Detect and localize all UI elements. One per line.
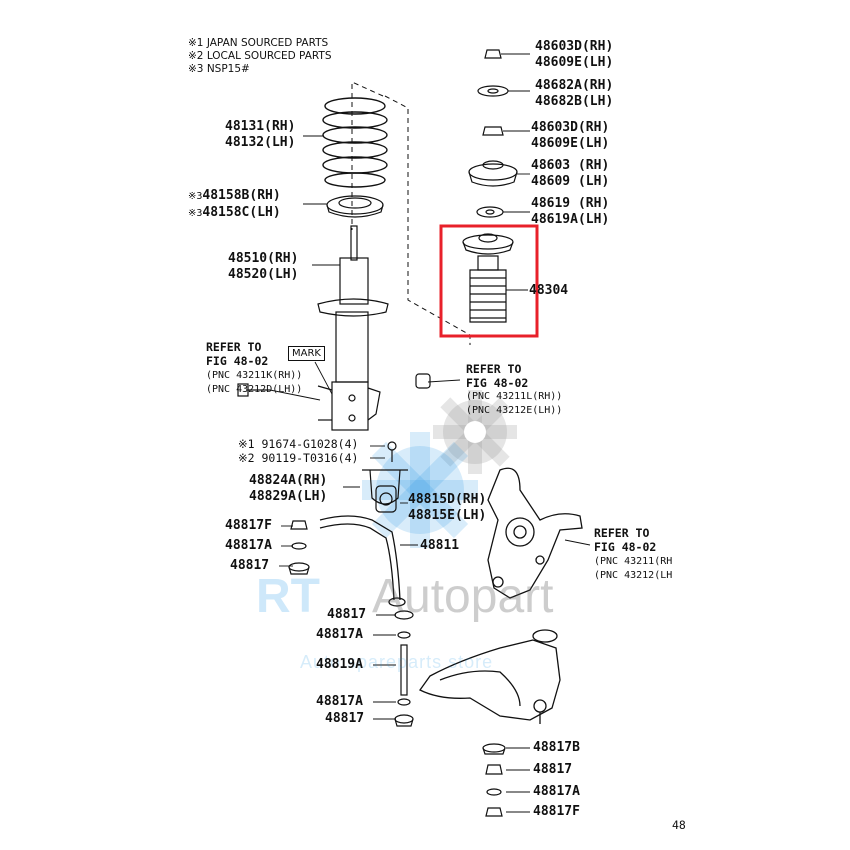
strut-bolts — [237, 373, 431, 462]
refer-right-title: REFER TO — [594, 526, 650, 540]
part-label-bottom-1: 48817B — [533, 740, 580, 755]
part-label-bottom-4: 48817F — [533, 804, 580, 819]
refer-mid-fig: FIG 48-02 — [466, 376, 529, 390]
shock-absorber-strut — [317, 225, 389, 431]
watermark-tagline: Auto spareparts store — [300, 652, 494, 672]
part-label-bottom-2: 48817 — [533, 762, 573, 777]
part-label-left-nut: 48817F — [225, 518, 272, 533]
refer-left-pnc2: (PNC 43212D(LH)) — [206, 384, 303, 395]
part-label-bushing: 48815D(RH)48815E(LH) — [408, 492, 487, 523]
watermark-brand-autopart: Autopart — [372, 570, 554, 623]
note-3: ※3 NSP15# — [188, 63, 250, 75]
bolt-label-1: ※1 91674-G1028(4) — [238, 437, 359, 451]
part-label-link-5: 48817 — [325, 711, 365, 726]
bottom-nuts — [482, 743, 506, 817]
part-label-insulator: ※348158B(RH) ※348158C(LH) — [188, 188, 281, 220]
gear-watermark-icon-blue — [362, 432, 478, 548]
refer-left-pnc1: (PNC 43211K(RH)) — [206, 370, 303, 381]
refer-right-pnc1: (PNC 43211(RH — [594, 556, 673, 567]
part-label-washer: 48682A(RH)48682B(LH) — [535, 78, 614, 109]
part-label-left-washer: 48817A — [225, 538, 272, 553]
part-label-highlighted: 48304 — [529, 283, 569, 298]
part-label-spring: 48131(RH)48132(LH) — [225, 119, 296, 150]
spring-insulator — [326, 195, 384, 218]
part-label-link-4: 48817A — [316, 694, 363, 709]
highlight-box — [439, 224, 539, 338]
coil-spring — [322, 97, 388, 188]
part-label-bracket: 48824A(RH)48829A(LH) — [249, 473, 328, 504]
refer-right-pnc2: (PNC 43212(LH — [594, 570, 673, 581]
part-label-left-cushion: 48817 — [230, 558, 270, 573]
stabilizer-link — [394, 610, 414, 727]
part-label-link-2: 48817A — [316, 627, 363, 642]
part-label-nut: 48603D(RH)48609E(LH) — [531, 120, 610, 151]
part-label-link-1: 48817 — [327, 607, 367, 622]
refer-mid-pnc2: (PNC 43212E(LH)) — [466, 405, 563, 416]
part-label-upper-nut: 48603D(RH)48609E(LH) — [535, 39, 614, 70]
part-label-bearing: 48619 (RH)48619A(LH) — [531, 196, 610, 227]
stabilizer-bar — [319, 515, 406, 607]
part-label-strut: 48510(RH)48520(LH) — [228, 251, 299, 282]
bolt-label-2: ※2 90119-T0316(4) — [238, 451, 359, 465]
part-label-bottom-3: 48817A — [533, 784, 580, 799]
stabilizer-bracket — [362, 469, 408, 505]
lower-control-arm — [419, 629, 561, 724]
refer-right-fig: FIG 48-02 — [594, 540, 657, 554]
upper-mount-parts — [468, 49, 518, 218]
left-nuts — [288, 520, 310, 575]
refer-mid-pnc1: (PNC 43211L(RH)) — [466, 391, 563, 402]
dust-boot-48304 — [462, 233, 514, 323]
watermark-brand-rt: RT — [256, 570, 320, 623]
part-label-link-3: 48819A — [316, 657, 363, 672]
mark-label: MARK — [288, 346, 325, 361]
part-label-stabilizer-bar: 48811 — [420, 538, 460, 553]
part-label-support: 48603 (RH)48609 (LH) — [531, 158, 610, 189]
steering-knuckle — [487, 467, 583, 599]
refer-left-fig: FIG 48-02 — [206, 354, 269, 368]
page-reference: 48 — [672, 818, 686, 832]
note-1: ※1 JAPAN SOURCED PARTS — [188, 37, 329, 49]
refer-left-title: REFER TO — [206, 340, 262, 354]
refer-mid-title: REFER TO — [466, 362, 522, 376]
stabilizer-bushing — [375, 485, 397, 513]
note-2: ※2 LOCAL SOURCED PARTS — [188, 50, 332, 62]
